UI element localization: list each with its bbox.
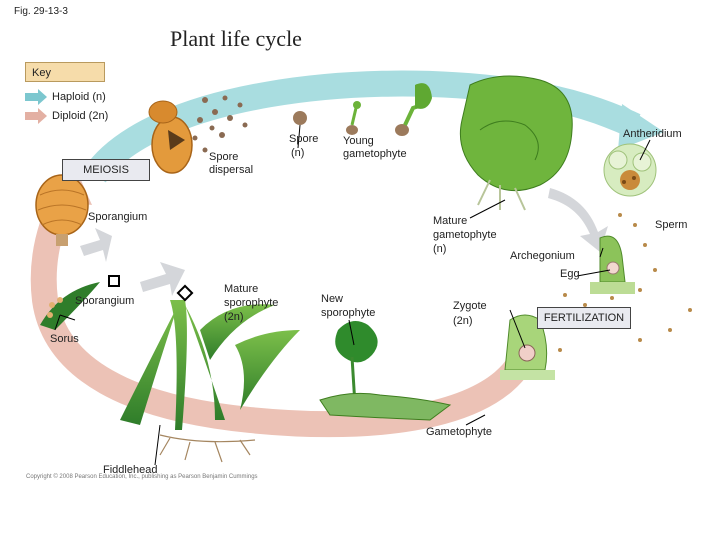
- zygote-label-2: (2n): [453, 315, 473, 327]
- mature-gametophyte-label-1: Mature: [433, 215, 468, 227]
- mature-sporophyte-label-1: Mature: [224, 283, 259, 295]
- zygote-illustration: [500, 314, 555, 380]
- figure-number: Fig. 29-13-3: [14, 6, 68, 17]
- spore-dots: [192, 95, 307, 153]
- sporangium-open-illustration: [148, 100, 193, 174]
- spore-dispersal-label-1: Spore: [209, 151, 239, 163]
- copyright-notice: Copyright © 2008 Pearson Education, Inc.…: [26, 474, 258, 480]
- new-sporophyte-illustration: [319, 321, 452, 421]
- mature-gametophyte-illustration: [459, 75, 573, 211]
- sorus-label: Sorus: [50, 333, 79, 345]
- sporangium-top-label: Sporangium: [88, 211, 148, 223]
- gametophyte-label: Gametophyte: [426, 426, 493, 438]
- key-haploid-label: Haploid (n): [52, 91, 106, 103]
- sporophyte-pointer-box: [176, 284, 194, 302]
- diploid-cycle-arrow: [30, 182, 543, 438]
- new-sporophyte-label-2: sporophyte: [321, 307, 376, 319]
- archegonium-label: Archegonium: [510, 250, 575, 262]
- sperm-label: Sperm: [655, 219, 688, 231]
- young-gametophyte-illustration: [346, 83, 432, 136]
- haploid-arrowhead: [618, 104, 664, 150]
- zygote-label-1: Zygote: [453, 300, 487, 312]
- haploid-key-arrow: [25, 89, 47, 105]
- spore-label-2: (n): [291, 147, 305, 159]
- diploid-key-arrow: [25, 108, 47, 124]
- egg-label: Egg: [560, 268, 580, 280]
- fiddlehead-label: Fiddlehead: [103, 464, 158, 476]
- spore-dispersal-label-2: dispersal: [209, 164, 254, 176]
- roots-illustration: [159, 434, 256, 463]
- mature-sporophyte-label-3: (2n): [224, 311, 244, 323]
- fertilization-box: FERTILIZATION: [537, 307, 631, 329]
- antheridium-illustration: [603, 143, 657, 197]
- young-gametophyte-label-1: Young: [343, 135, 374, 147]
- sporangium-pointer-box: [108, 275, 120, 287]
- label-leader-lines: [54, 124, 651, 466]
- mature-gametophyte-label-2: gametophyte: [433, 229, 497, 241]
- diagram-title: Plant life cycle: [170, 26, 302, 51]
- step-arrows: [80, 188, 608, 296]
- key-heading: Key: [25, 62, 105, 82]
- leaf-with-sori-illustration: [40, 282, 100, 330]
- mature-gametophyte-label-3: (n): [433, 243, 447, 255]
- mature-sporophyte-illustration: [120, 300, 300, 430]
- key-diploid-label: Diploid (2n): [52, 110, 109, 122]
- meiosis-box: MEIOSIS: [62, 159, 150, 181]
- mature-sporophyte-label-2: sporophyte: [224, 297, 279, 309]
- sperm-dots: [558, 213, 692, 352]
- young-gametophyte-label-2: gametophyte: [343, 148, 407, 160]
- antheridium-label: Antheridium: [623, 128, 682, 140]
- spore-label-1: Spore: [289, 133, 319, 145]
- new-sporophyte-label-1: New: [321, 293, 344, 305]
- sporangium-leaf-label: Sporangium: [75, 295, 135, 307]
